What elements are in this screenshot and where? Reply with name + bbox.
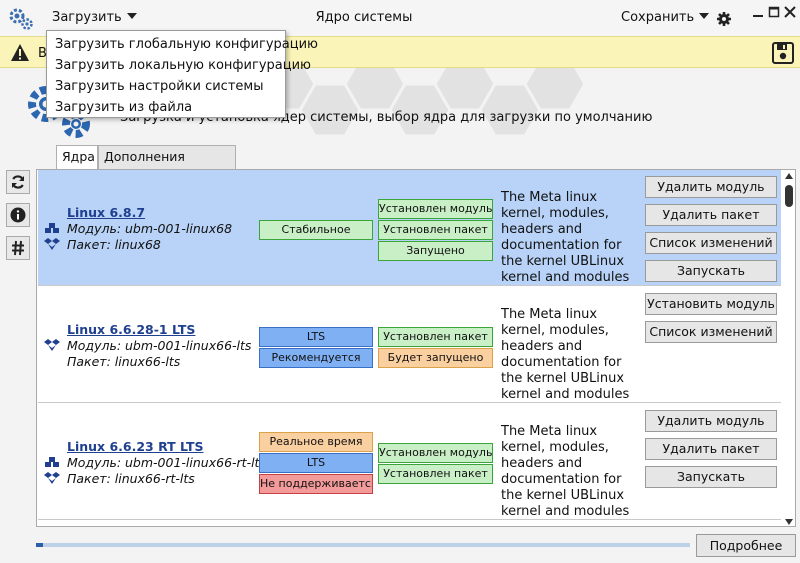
scroll-thumb[interactable] bbox=[785, 185, 793, 207]
menu-item-load-from-file[interactable]: Загрузить из файла bbox=[55, 100, 193, 115]
module-cubes-icon bbox=[45, 223, 59, 233]
chevron-down-icon bbox=[126, 13, 137, 19]
menu-item-load-system-settings[interactable]: Загрузить настройки системы bbox=[55, 79, 264, 94]
status-badge-package-installed: Установлен пакет bbox=[378, 464, 493, 484]
kernel-description: The Meta linux kernel, modules, headers … bbox=[501, 424, 630, 519]
progress-bar bbox=[36, 543, 690, 547]
maximize-icon[interactable] bbox=[768, 6, 780, 18]
status-badge-running: Запущено bbox=[378, 241, 493, 261]
kernel-package: Пакет: linux66-lts bbox=[67, 354, 181, 369]
status-badge-unsupported: Не поддерживается bbox=[259, 474, 373, 494]
save-menu-label: Сохранить bbox=[621, 10, 695, 25]
remove-module-button[interactable]: Удалить модуль bbox=[645, 176, 777, 198]
kernel-row-linux-6-8-7[interactable]: Linux 6.8.7 Модуль: ubm-001-linux68 Паке… bbox=[38, 170, 781, 286]
save-icon[interactable] bbox=[772, 42, 794, 64]
status-badge-lts: LTS bbox=[259, 327, 373, 347]
minimize-icon[interactable] bbox=[752, 6, 764, 18]
kernel-package: Пакет: linux68 bbox=[67, 237, 161, 252]
changelog-button[interactable]: Список изменений bbox=[645, 321, 777, 343]
load-menu-button[interactable]: Загрузить bbox=[52, 10, 137, 25]
kernel-package: Пакет: linux66-rt-lts bbox=[67, 471, 195, 486]
scroll-up-icon[interactable] bbox=[785, 173, 793, 179]
status-badge-lts: LTS bbox=[259, 453, 373, 473]
menu-item-load-local-config[interactable]: Загрузить локальную конфигурацию bbox=[55, 58, 311, 73]
remove-package-button[interactable]: Удалить пакет bbox=[645, 438, 777, 460]
warning-text: В bbox=[38, 46, 47, 61]
kernel-row-linux-6-6-23-rt-lts[interactable]: Linux 6.6.23 RT LTS Модуль: ubm-001-linu… bbox=[38, 404, 781, 520]
details-button[interactable]: Подробнее bbox=[696, 534, 796, 557]
package-dropbox-icon bbox=[44, 339, 60, 351]
chevron-down-icon bbox=[699, 13, 710, 19]
kernel-module: Модуль: ubm-001-linux68 bbox=[67, 221, 233, 236]
changelog-button[interactable]: Список изменений bbox=[645, 232, 777, 254]
info-button[interactable] bbox=[6, 203, 30, 227]
kernel-description: The Meta linux kernel, modules, headers … bbox=[501, 307, 630, 402]
status-badge-realtime: Реальное время bbox=[259, 432, 373, 452]
kernel-module: Модуль: ubm-001-linux66-lts bbox=[67, 338, 252, 353]
info-icon bbox=[10, 207, 26, 223]
kernel-name-link[interactable]: Linux 6.8.7 bbox=[67, 205, 146, 220]
status-badge-recommended: Рекомендуется bbox=[259, 348, 373, 368]
status-badge-package-installed: Установлен пакет bbox=[378, 220, 493, 240]
row-icons bbox=[44, 339, 60, 355]
status-badge-will-run: Будет запущено bbox=[378, 348, 493, 368]
progress-fill bbox=[36, 543, 43, 547]
list-scrollbar[interactable] bbox=[783, 171, 795, 526]
package-dropbox-icon bbox=[44, 238, 60, 250]
package-dropbox-icon bbox=[44, 472, 60, 484]
module-cubes-icon bbox=[45, 457, 59, 467]
row-icons bbox=[44, 456, 60, 488]
remove-module-button[interactable]: Удалить модуль bbox=[645, 410, 777, 432]
hash-button[interactable] bbox=[6, 236, 30, 260]
hexagon-pattern bbox=[253, 68, 587, 138]
kernel-name-link[interactable]: Linux 6.6.23 RT LTS bbox=[67, 439, 204, 454]
kernel-description: The Meta linux kernel, modules, headers … bbox=[501, 190, 630, 285]
menu-item-load-global-config[interactable]: Загрузить глобальную конфигурацию bbox=[55, 37, 318, 52]
kernel-module: Модуль: ubm-001-linux66-rt-lts bbox=[67, 455, 266, 470]
refresh-button[interactable] bbox=[6, 170, 30, 194]
kernel-name-link[interactable]: Linux 6.6.28-1 LTS bbox=[67, 322, 196, 337]
app-gears-icon bbox=[9, 8, 33, 30]
kernel-list: Linux 6.8.7 Модуль: ubm-001-linux68 Паке… bbox=[36, 169, 796, 527]
status-badge-stable: Стабильное bbox=[259, 220, 373, 240]
status-badge-module-installed: Установлен модуль bbox=[378, 199, 493, 219]
window-title: Ядро системы bbox=[315, 10, 413, 25]
hash-icon bbox=[12, 240, 24, 256]
refresh-icon bbox=[11, 175, 25, 189]
launch-button[interactable]: Запускать bbox=[645, 466, 777, 488]
row-icons bbox=[44, 222, 60, 254]
tab-kernels[interactable]: Ядра bbox=[56, 145, 98, 170]
close-icon[interactable] bbox=[784, 6, 796, 18]
install-module-button[interactable]: Установить модуль bbox=[645, 293, 777, 315]
warning-icon bbox=[11, 44, 29, 61]
launch-button[interactable]: Запускать bbox=[645, 260, 777, 282]
remove-package-button[interactable]: Удалить пакет bbox=[645, 204, 777, 226]
load-menu-label: Загрузить bbox=[52, 10, 122, 25]
scroll-down-icon[interactable] bbox=[785, 519, 793, 525]
tab-addons[interactable]: Дополнения bbox=[98, 145, 236, 169]
load-dropdown-menu: Загрузить глобальную конфигурацию Загруз… bbox=[46, 30, 318, 118]
save-menu-button[interactable]: Сохранить bbox=[621, 10, 710, 25]
kernel-row-linux-6-6-28-lts[interactable]: Linux 6.6.28-1 LTS Модуль: ubm-001-linux… bbox=[38, 287, 781, 403]
status-badge-module-installed: Установлен модуль bbox=[378, 443, 493, 463]
gear-icon[interactable] bbox=[716, 11, 732, 27]
status-badge-package-installed: Установлен пакет bbox=[378, 327, 493, 347]
